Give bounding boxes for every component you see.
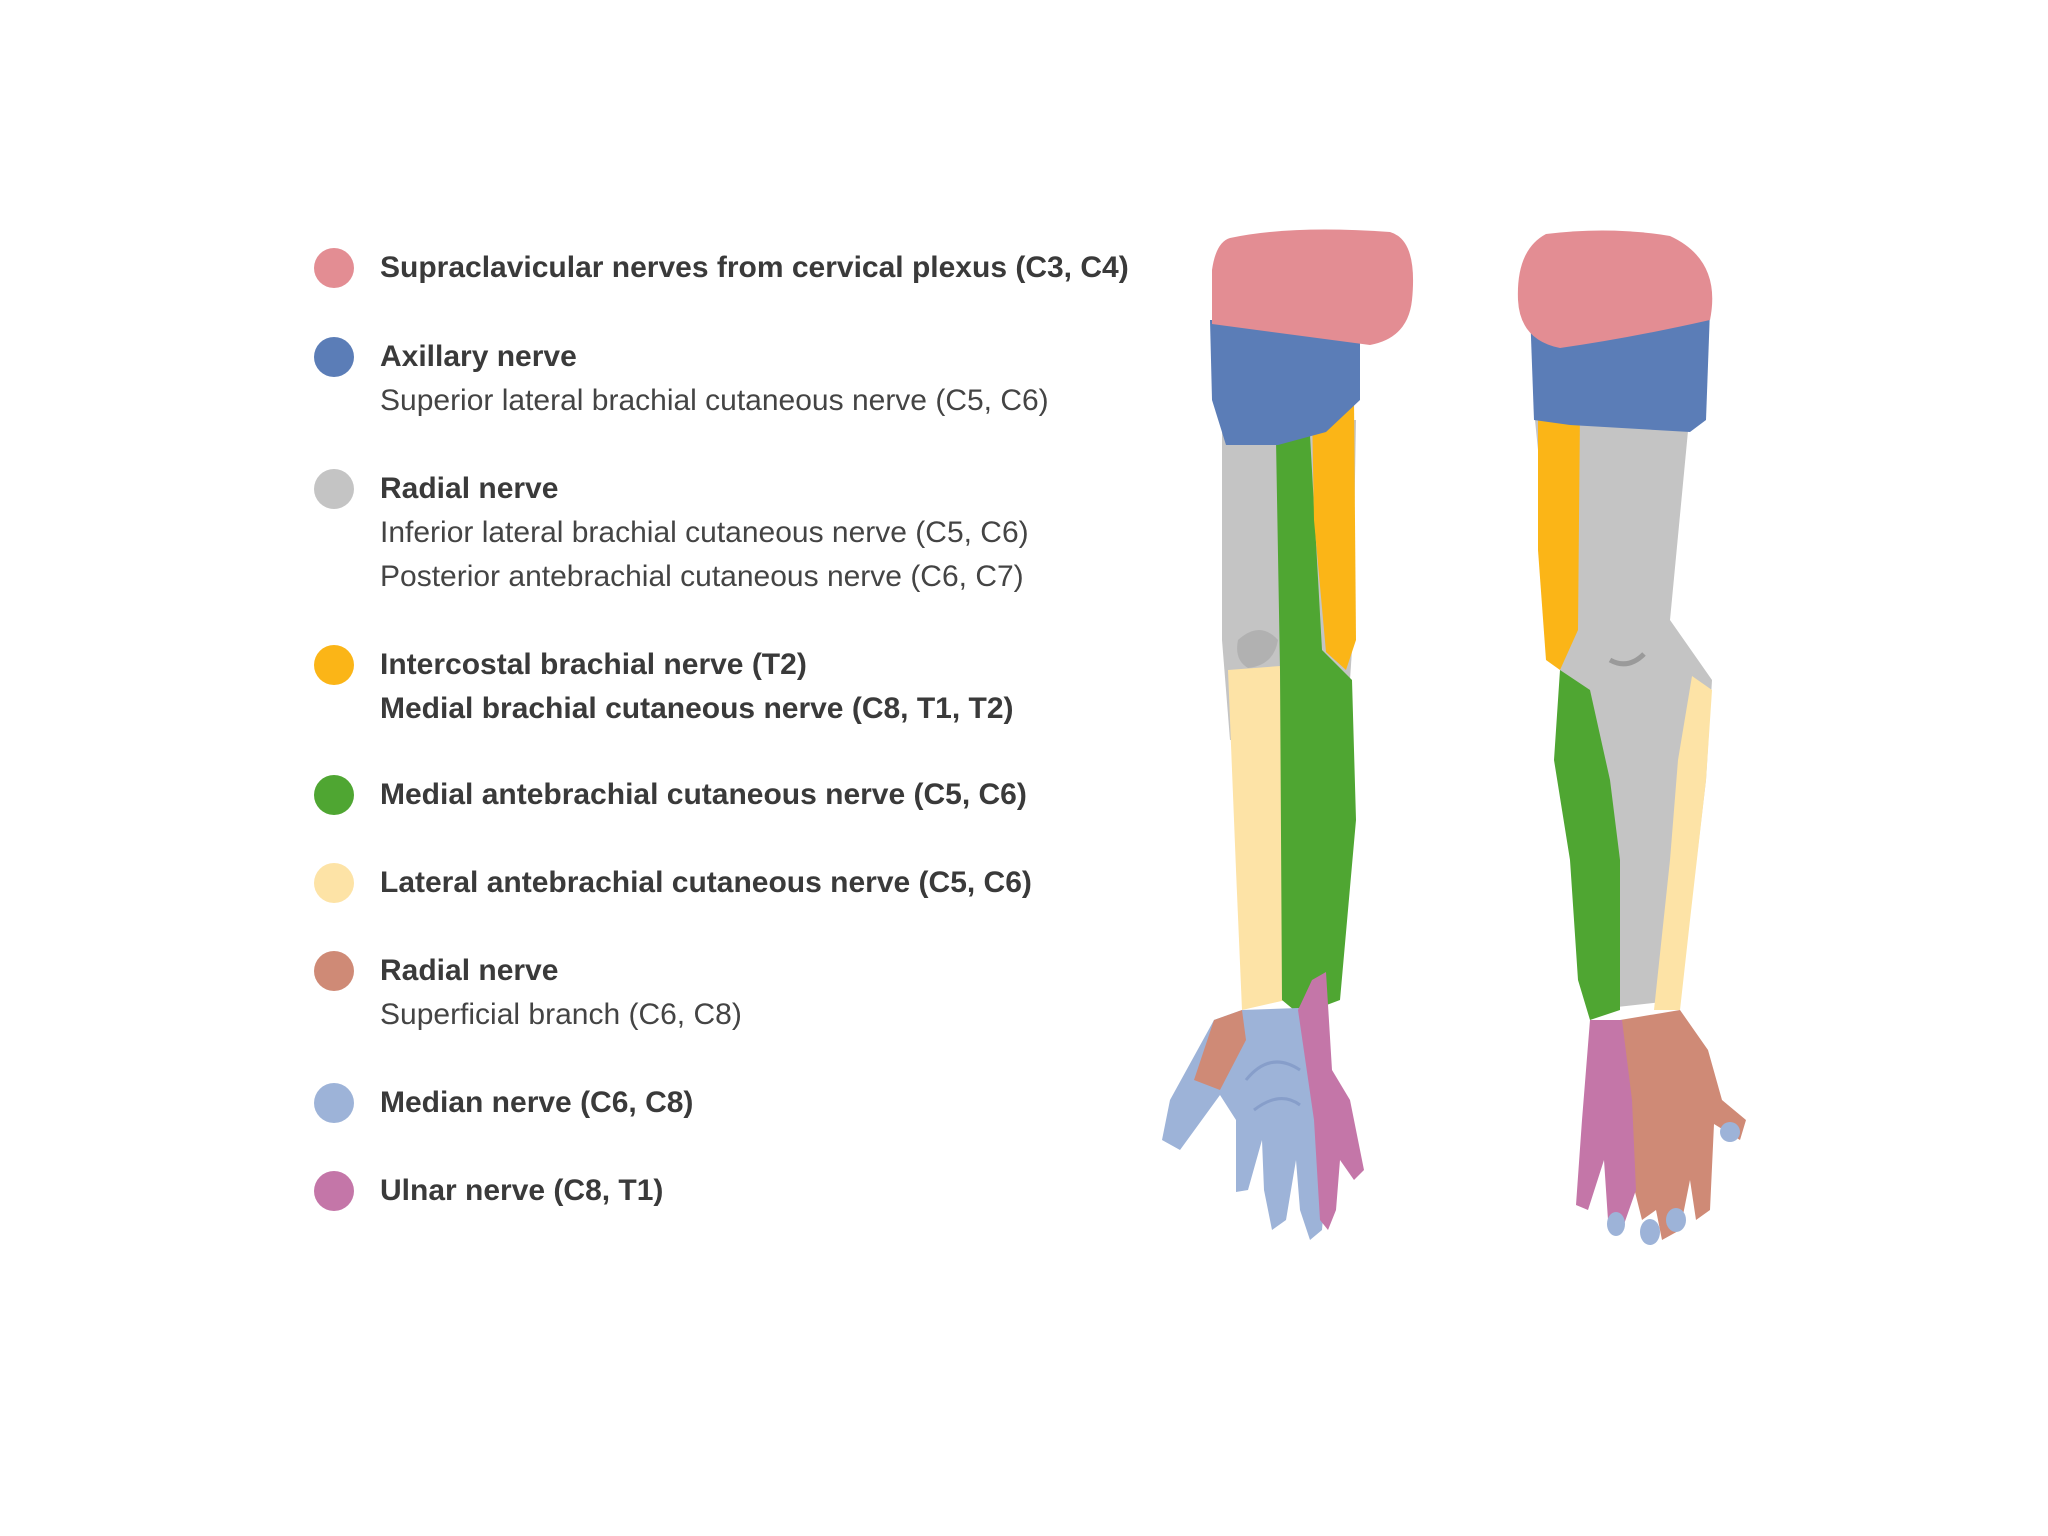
legend-color-dot <box>314 645 354 685</box>
posterior-lateral-antebrachial-region <box>1654 676 1712 1010</box>
legend-entry-title: Ulnar nerve (C8, T1) <box>380 1174 664 1207</box>
legend-entry-detail: Superficial branch (C6, C8) <box>380 998 742 1031</box>
anterior-supraclavicular-region <box>1212 229 1414 345</box>
posterior-supraclavicular-region <box>1517 230 1713 348</box>
legend-entry-title: Radial nerve <box>380 954 559 987</box>
posterior-radial-superficial-region <box>1620 1010 1746 1240</box>
legend-entry-title: Axillary nerve <box>380 340 577 373</box>
posterior-arm <box>1517 230 1746 1245</box>
legend-entry-detail: Inferior lateral brachial cutaneous nerv… <box>380 516 1029 549</box>
legend-entry-detail: Posterior antebrachial cutaneous nerve (… <box>380 560 1024 593</box>
legend-entry-title: Lateral antebrachial cutaneous nerve (C5… <box>380 866 1032 899</box>
legend-entry-title: Median nerve (C6, C8) <box>380 1086 694 1119</box>
legend-entry-detail: Superior lateral brachial cutaneous nerv… <box>380 384 1049 417</box>
legend-entry-title: Radial nerve <box>380 472 559 505</box>
posterior-ulnar-region <box>1576 1020 1636 1230</box>
posterior-medial-antebrachial-region <box>1554 670 1620 1020</box>
legend-color-dot <box>314 1171 354 1211</box>
anterior-elbow-shadow <box>1237 630 1278 668</box>
anterior-palm-creases <box>1244 1060 1301 1112</box>
legend-entry-title: Intercostal brachial nerve (T2) <box>380 648 807 681</box>
anterior-medial-antebrachial-region <box>1276 435 1356 1015</box>
legend-color-dot <box>314 469 354 509</box>
posterior-median-fingertips <box>1607 1122 1740 1245</box>
anterior-ulnar-region <box>1298 972 1364 1230</box>
arm-dermatome-illustration <box>1162 229 1746 1245</box>
legend-color-dot <box>314 775 354 815</box>
posterior-elbow-crease <box>1608 652 1646 667</box>
posterior-intercostal-region <box>1538 410 1580 670</box>
anterior-radial-superficial-region <box>1194 1010 1246 1090</box>
anterior-intercostal-region <box>1312 400 1356 670</box>
legend-color-dot <box>314 1083 354 1123</box>
nerve-legend: Supraclavicular nerves from cervical ple… <box>314 0 1194 1536</box>
legend-color-dot <box>314 337 354 377</box>
anterior-arm <box>1162 229 1414 1240</box>
legend-color-dot <box>314 248 354 288</box>
anterior-axillary-region <box>1210 320 1360 445</box>
legend-color-dot <box>314 951 354 991</box>
legend-entry-title: Supraclavicular nerves from cervical ple… <box>380 251 1129 284</box>
legend-color-dot <box>314 863 354 903</box>
anterior-lateral-antebrachial-region <box>1228 666 1286 1010</box>
legend-entry-title: Medial antebrachial cutaneous nerve (C5,… <box>380 778 1027 811</box>
legend-entry-detail: Medial brachial cutaneous nerve (C8, T1,… <box>380 692 1014 725</box>
